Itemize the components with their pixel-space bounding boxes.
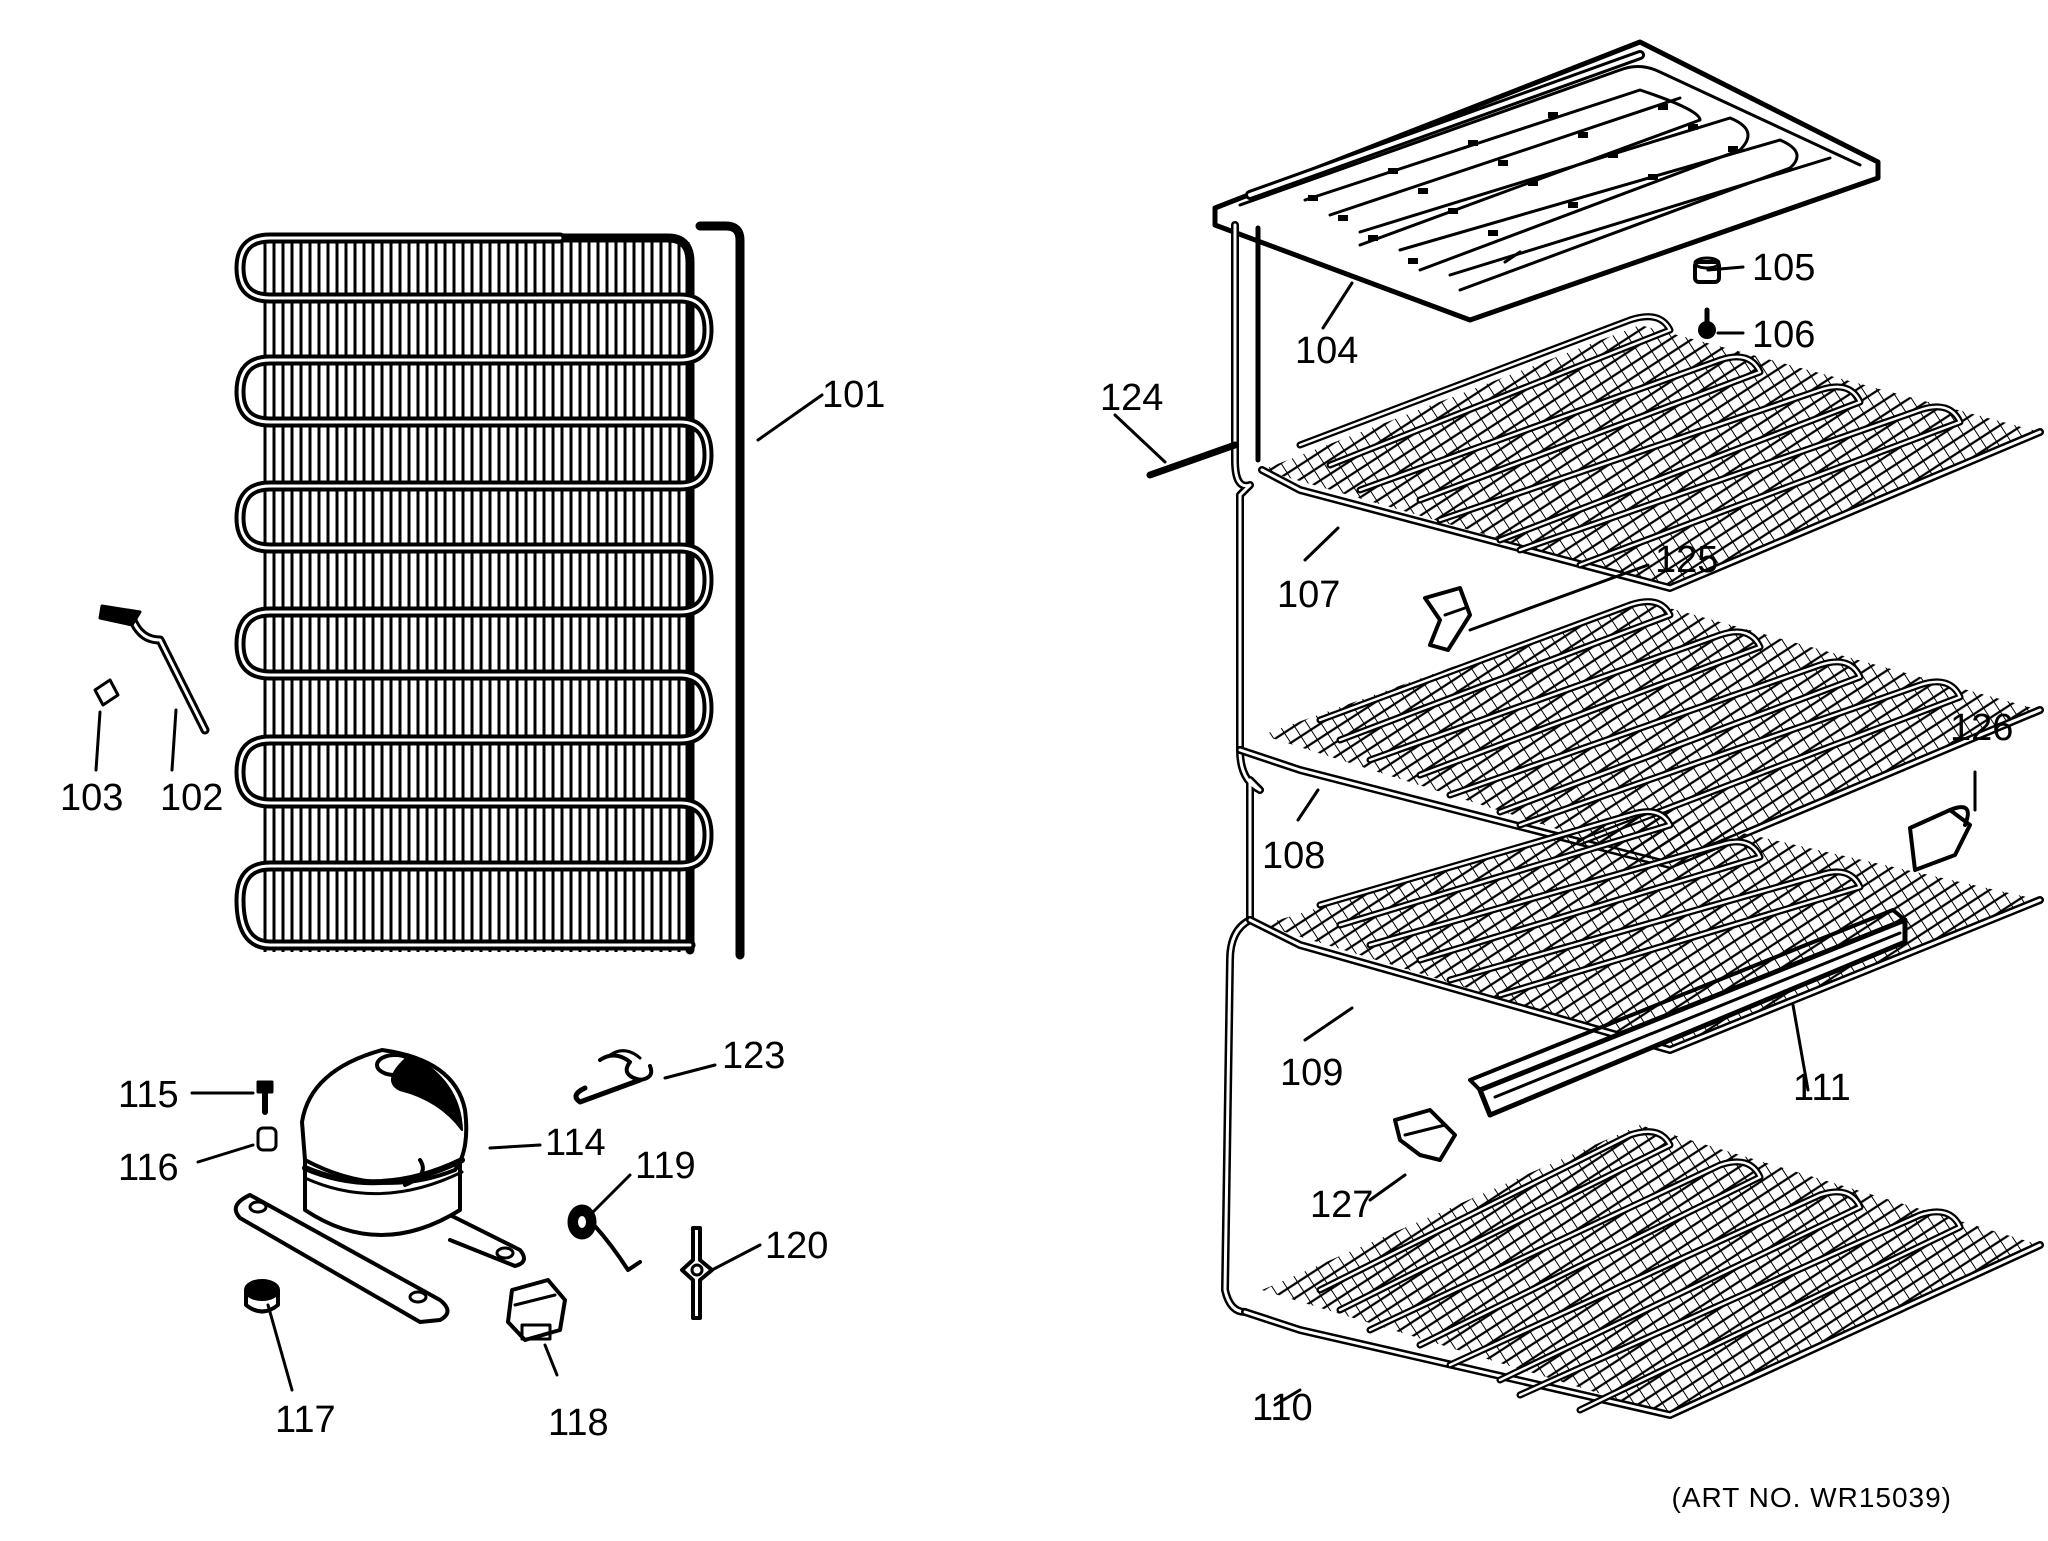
part-label-124: 124 <box>1100 377 1163 419</box>
capillary-tube <box>573 1049 654 1105</box>
trim-strip <box>1468 908 1908 1118</box>
part-label-101: 101 <box>822 374 885 416</box>
part-label-115: 115 <box>118 1074 179 1116</box>
grommet-105 <box>1693 256 1721 284</box>
shelf-evaporator-107 <box>1258 313 2044 592</box>
part-label-106: 106 <box>1752 314 1815 356</box>
part-label-119: 119 <box>635 1145 696 1187</box>
part-label-127: 127 <box>1310 1184 1373 1226</box>
overload-protector <box>567 1204 642 1272</box>
retaining-clip <box>680 1226 714 1320</box>
shelf-evaporator-110 <box>1241 1125 2044 1419</box>
drain-tube <box>98 604 210 735</box>
part-label-102: 102 <box>160 777 223 819</box>
bracket-126 <box>1908 805 1972 872</box>
part-label-120: 120 <box>765 1225 828 1267</box>
screw-106 <box>1698 307 1716 339</box>
compressor <box>233 1048 526 1324</box>
plate-tube-clips <box>1308 104 1738 264</box>
part-label-114: 114 <box>545 1122 606 1164</box>
condenser-coil <box>234 221 745 960</box>
shelf-evaporator-108 <box>1236 598 2044 869</box>
part-label-105: 105 <box>1752 247 1815 289</box>
shelf-clip-127 <box>1393 1108 1457 1162</box>
part-labels: 101 102 103 104 105 106 107 108 109 110 … <box>60 247 2013 1444</box>
shelf-clip-125 <box>1423 586 1472 652</box>
part-label-107: 107 <box>1277 574 1340 616</box>
part-label-109: 109 <box>1280 1052 1343 1094</box>
part-label-103: 103 <box>60 777 123 819</box>
part-label-110: 110 <box>1252 1387 1313 1429</box>
vertical-connector-tubes <box>1146 221 1264 1316</box>
part-label-104: 104 <box>1295 330 1358 372</box>
grommet <box>256 1126 278 1152</box>
part-label-125: 125 <box>1655 539 1718 581</box>
grommet-large <box>244 1279 280 1314</box>
part-label-111: 111 <box>1793 1067 1851 1109</box>
relay <box>506 1278 567 1342</box>
part-label-108: 108 <box>1262 835 1325 877</box>
shelf-evaporator-109 <box>1246 808 2044 1054</box>
part-label-117: 117 <box>275 1399 336 1441</box>
tube-cap <box>93 678 120 707</box>
part-label-118: 118 <box>548 1402 609 1444</box>
part-label-123: 123 <box>722 1035 785 1077</box>
mounting-bolt <box>256 1080 274 1115</box>
part-label-116: 116 <box>118 1147 179 1189</box>
part-label-126: 126 <box>1950 707 2013 749</box>
art-number: (ART NO. WR15039) <box>1671 1482 1952 1513</box>
top-evaporator-plate <box>1212 39 1881 323</box>
leader-lines <box>94 265 1977 1407</box>
